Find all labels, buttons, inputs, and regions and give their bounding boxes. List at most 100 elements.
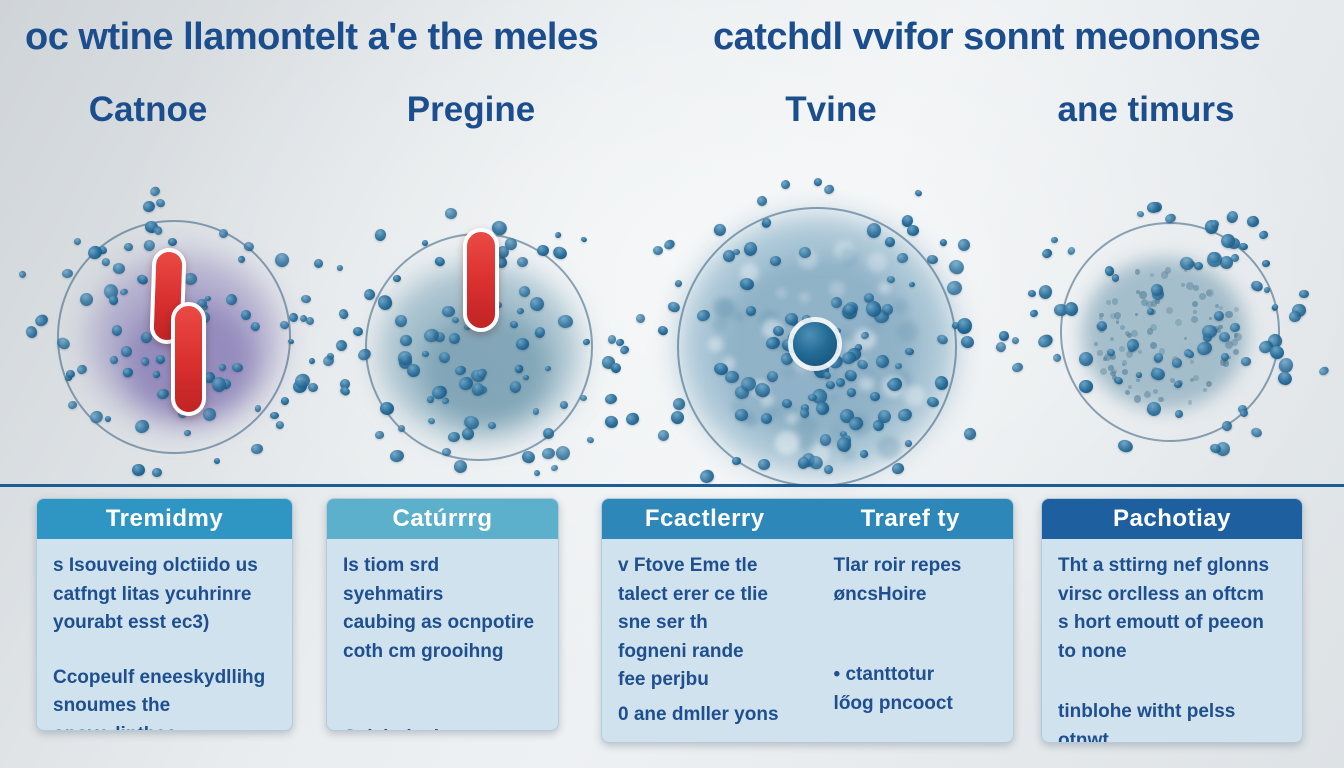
cluster-speck xyxy=(1205,290,1212,297)
particle-dot xyxy=(1238,242,1249,251)
particle-dot xyxy=(1052,352,1063,363)
red-marker-capsule-icon xyxy=(463,228,499,332)
particle-dot xyxy=(352,326,364,337)
particle-dot xyxy=(441,305,455,317)
particle-dot xyxy=(554,231,562,239)
cloud-mottle xyxy=(799,291,811,303)
particle-dot xyxy=(939,238,948,247)
cluster-speck xyxy=(1125,331,1130,336)
particle-dot xyxy=(1037,283,1053,300)
cluster-speck xyxy=(1183,268,1188,273)
particle-dot xyxy=(746,306,757,316)
particle-dot xyxy=(374,430,385,440)
cluster-speck xyxy=(1120,325,1126,331)
particle-dot xyxy=(444,207,458,220)
info-card-caturrrg: Catúrrrg Is tiom srd syehmatirs caubing … xyxy=(326,498,559,731)
particle-dot xyxy=(697,467,716,485)
cluster-speck xyxy=(1164,267,1172,274)
particle-dot xyxy=(217,362,227,372)
cloud-mottle xyxy=(839,248,859,267)
card-paragraph: tinblohe witht pelss otnwt ane they syer… xyxy=(1058,701,1236,743)
cluster-speck xyxy=(1099,367,1107,375)
particle-dot xyxy=(397,424,406,433)
particle-dot xyxy=(1220,352,1229,361)
cloud-mottle xyxy=(829,393,838,402)
cluster-speck xyxy=(1099,315,1104,320)
particle-dot xyxy=(559,400,568,409)
particle-dot xyxy=(656,324,669,337)
cloud-mottle xyxy=(897,321,919,343)
cluster-speck xyxy=(1136,290,1140,295)
cluster-speck xyxy=(1124,389,1131,396)
cluster-speck xyxy=(1185,282,1194,291)
card-title: Tremidmy xyxy=(105,505,224,532)
particle-dot xyxy=(711,221,729,238)
column-label-pregine: Pregine xyxy=(406,90,536,129)
particle-dot xyxy=(550,244,570,262)
particle-dot xyxy=(399,334,412,347)
particle-dot xyxy=(333,337,349,353)
card-paragraph: Tht a sttirng nef glonns virsc orclless … xyxy=(1058,555,1270,662)
particle-dot xyxy=(881,303,894,316)
column-label-tvine: Tvine xyxy=(785,90,877,129)
cluster-speck xyxy=(1145,301,1153,309)
card-paragraph: s Isouveing olctiido us catfngt litas yc… xyxy=(53,555,258,633)
cluster-speck xyxy=(1116,320,1120,324)
page-title-left: oc wtine llamontelt a'e the meles xyxy=(25,16,599,58)
particle-dot xyxy=(17,270,27,280)
particle-dot xyxy=(658,429,670,441)
particle-dot xyxy=(1263,286,1271,294)
cloud-mottle xyxy=(784,405,797,419)
cloud-mottle xyxy=(758,309,780,331)
card-header: Tremidmy xyxy=(37,499,292,539)
cloud-mottle xyxy=(713,297,733,318)
cluster-speck xyxy=(1187,400,1193,406)
cloud-mottle xyxy=(711,316,728,333)
column-label-catnoe: Catnoe xyxy=(88,90,208,129)
info-card-tremidmy: Tremidmy s Isouveing olctiido us catfngt… xyxy=(36,498,293,731)
particle-dot xyxy=(120,346,132,357)
particle-dot xyxy=(532,407,540,415)
cluster-speck xyxy=(1125,350,1134,359)
card-header: Fcactlerry Traref ty xyxy=(602,499,1013,539)
cluster-speck xyxy=(1127,384,1133,389)
particle-dot xyxy=(1066,245,1077,256)
particle-dot xyxy=(1207,251,1222,268)
particle-dot xyxy=(846,388,856,397)
particle-dot xyxy=(72,237,82,247)
particle-dot xyxy=(1173,380,1183,389)
cloud-mottle xyxy=(877,281,891,295)
cluster-speck xyxy=(1109,312,1117,320)
cluster-speck xyxy=(1149,323,1157,331)
particle-dot xyxy=(1011,336,1020,345)
cloud-mottle xyxy=(734,311,745,322)
cloud-mottle xyxy=(707,336,724,353)
particle-dot xyxy=(1028,289,1037,298)
cluster-speck xyxy=(1134,313,1139,317)
cluster-speck xyxy=(1149,272,1154,277)
particle-dot xyxy=(732,456,742,465)
cluster-speck xyxy=(1180,282,1185,287)
particle-dot xyxy=(1257,229,1269,241)
particle-dot xyxy=(662,237,678,252)
cloud-mottle xyxy=(775,431,799,455)
particle-dot xyxy=(62,269,74,279)
particle-dot xyxy=(780,179,791,190)
cluster-speck xyxy=(1225,310,1234,319)
particle-dot xyxy=(109,355,119,365)
card-header: Catúrrrg xyxy=(327,499,558,539)
cluster-speck xyxy=(1230,338,1238,346)
cluster-speck xyxy=(1093,341,1099,347)
cluster-speck xyxy=(1232,348,1239,355)
particle-dot xyxy=(1116,438,1135,455)
cloud-mottle xyxy=(863,368,876,381)
particle-dot xyxy=(946,257,966,277)
cluster-speck xyxy=(1215,303,1220,308)
cluster-speck xyxy=(1227,355,1232,360)
particle-dot xyxy=(757,458,771,471)
particle-dot xyxy=(960,334,976,350)
particle-dot xyxy=(1010,360,1024,373)
particle-dot xyxy=(842,302,856,316)
particle-dot xyxy=(273,250,292,270)
cluster-speck xyxy=(1121,362,1126,366)
